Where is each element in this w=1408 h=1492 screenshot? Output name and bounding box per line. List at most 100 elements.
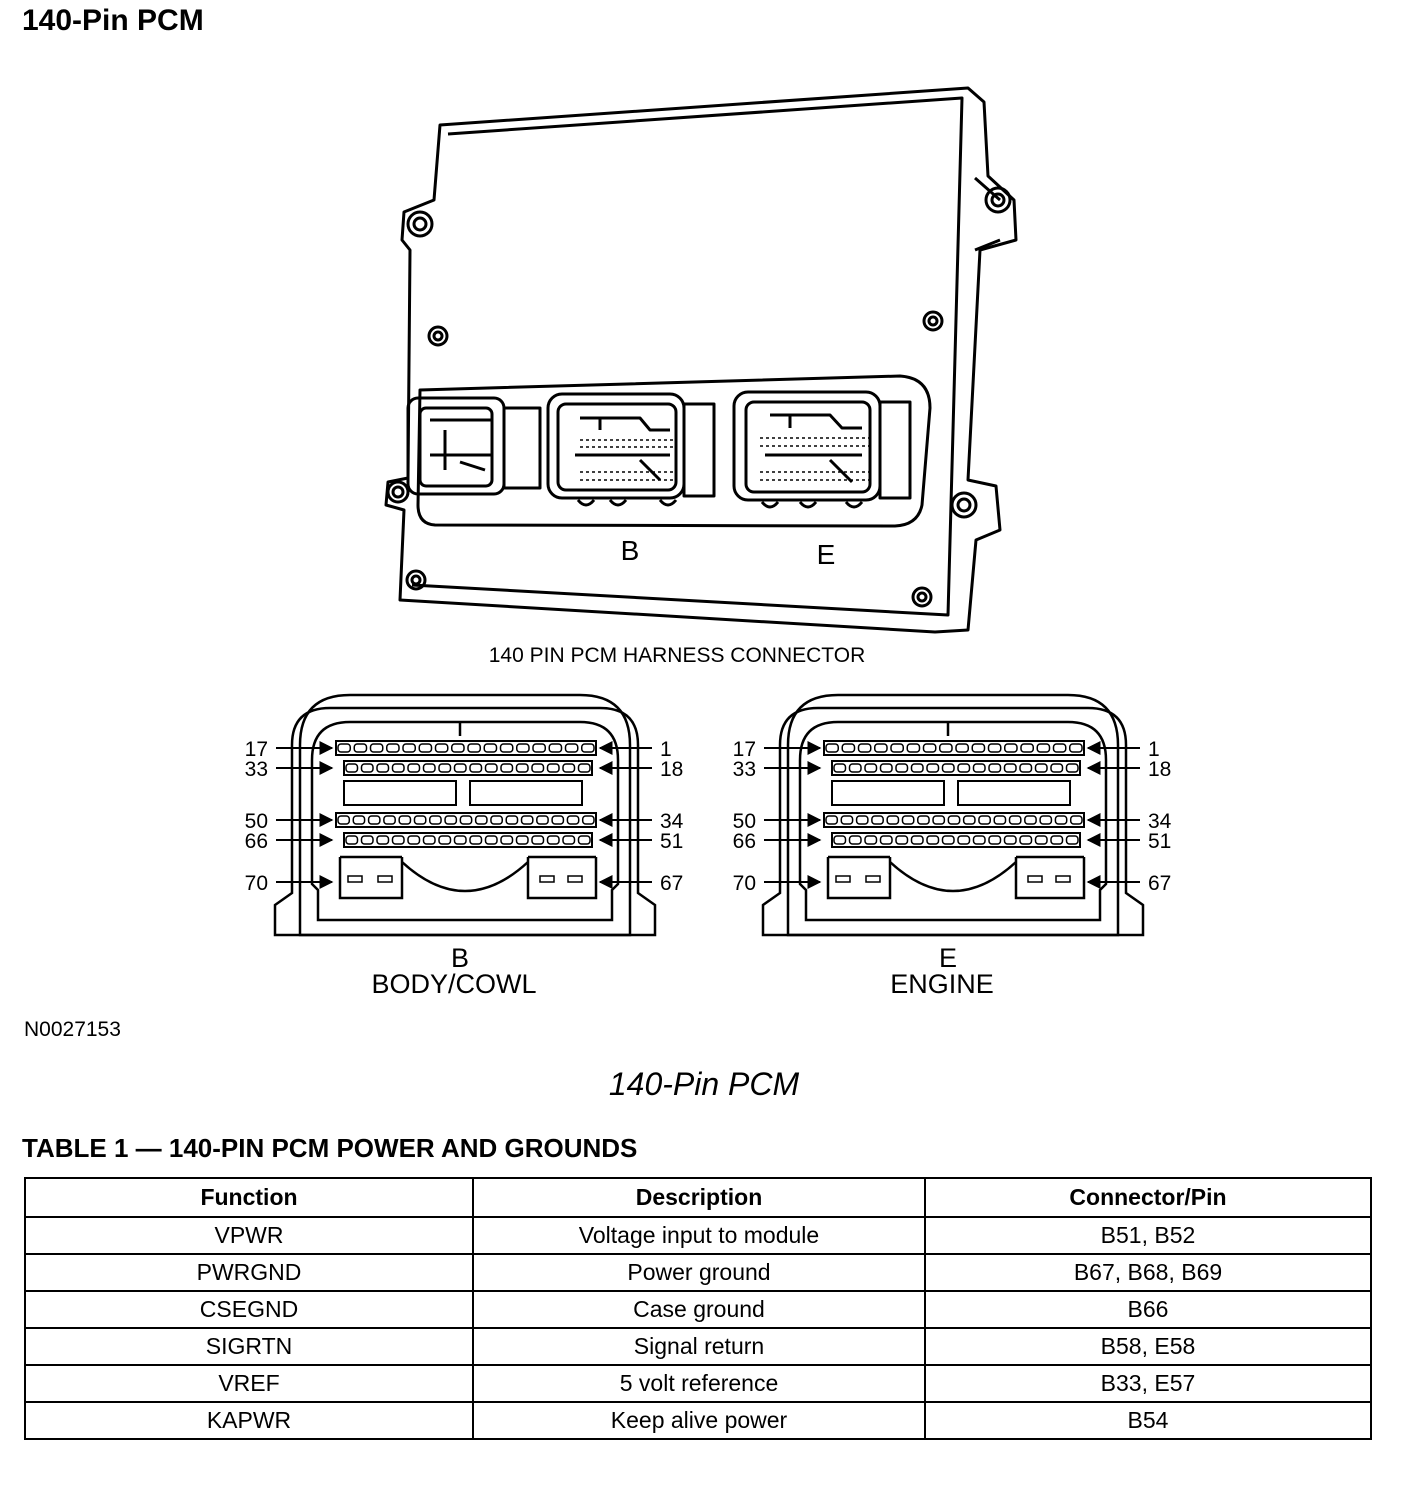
pin-number-left: 33	[245, 758, 268, 781]
connector-pin-cell: B58, E58	[924, 1327, 1372, 1366]
pin-cavity	[871, 815, 884, 825]
column-header-connector-pin: Connector/Pin	[924, 1177, 1372, 1218]
pin-cavity	[833, 763, 847, 773]
pin-cavity	[932, 815, 946, 825]
pin-cavity	[474, 815, 488, 825]
pin-cavity	[895, 763, 909, 773]
pin-cavity	[1065, 835, 1079, 845]
pin-cavity	[562, 835, 576, 845]
harness-connector-label: 140 PIN PCM HARNESS CONNECTOR	[489, 644, 866, 667]
pin-number-left: 66	[733, 830, 756, 853]
pin-cavity	[841, 743, 856, 753]
pin-cavity	[484, 835, 498, 845]
power-terminal-right	[526, 855, 598, 900]
pin-number-left: 70	[733, 872, 756, 895]
function-cell: SIGRTN	[24, 1327, 474, 1366]
table-row: KAPWR Keep alive power B54	[24, 1401, 1372, 1440]
pin-cavity	[422, 763, 436, 773]
pin-cavity	[917, 815, 930, 825]
module-connector-e-letter: E	[817, 539, 836, 570]
pin-cavity	[376, 835, 390, 845]
power-terminal-left	[338, 855, 404, 900]
label-window	[469, 780, 583, 806]
pin-cavity	[874, 743, 888, 753]
pin-cavity	[469, 763, 483, 773]
pin-cavity	[407, 835, 421, 845]
pin-number-right: 34	[660, 810, 684, 833]
pin-cavity	[398, 815, 412, 825]
function-cell: VREF	[24, 1364, 474, 1403]
pin-number-left: 17	[245, 738, 268, 761]
module-connector-b-letter: B	[621, 535, 640, 566]
pin-cavity	[444, 815, 458, 825]
pin-cavity	[1019, 835, 1033, 845]
pin-cavity	[957, 763, 971, 773]
pin-cavity	[438, 763, 452, 773]
pin-cavity	[581, 815, 595, 825]
pin-row	[831, 760, 1081, 776]
pcm-module	[384, 86, 1018, 634]
description-cell: Keep alive power	[472, 1401, 926, 1440]
terminal-slot	[347, 875, 363, 883]
description-cell: Power ground	[472, 1253, 926, 1292]
pin-cavity	[407, 763, 421, 773]
terminal-slot	[835, 875, 851, 883]
table-title: TABLE 1 — 140-PIN PCM POWER AND GROUNDS	[22, 1133, 638, 1163]
pin-cavity	[531, 763, 545, 773]
pin-cavity	[926, 763, 940, 773]
pin-number-left: 66	[245, 830, 268, 853]
connector-pin-cell: B67, B68, B69	[924, 1253, 1372, 1292]
pin-number-right: 1	[660, 738, 672, 761]
pin-cavity	[451, 743, 465, 753]
pin-number-right: 18	[1148, 758, 1171, 781]
table-row: CSEGND Case ground B66	[24, 1290, 1372, 1329]
table-header-row: Function Description Connector/Pin	[24, 1177, 1372, 1218]
pin-cavity	[988, 835, 1002, 845]
pin-cavity	[386, 743, 400, 753]
pin-cavity	[438, 835, 452, 845]
pin-cavity	[402, 743, 416, 753]
pin-cavity	[500, 835, 514, 845]
pin-cavity	[515, 835, 529, 845]
pin-cavity	[515, 763, 529, 773]
pin-cavity	[910, 763, 924, 773]
pin-cavity	[901, 815, 915, 825]
pin-cavity	[562, 763, 576, 773]
pin-cavity	[1050, 835, 1064, 845]
description-cell: 5 volt reference	[472, 1364, 926, 1403]
pin-cavity	[536, 815, 549, 825]
pin-cavity	[988, 763, 1002, 773]
pin-cavity	[1050, 763, 1064, 773]
pin-cavity	[1020, 743, 1034, 753]
pin-row	[335, 740, 597, 756]
pin-cavity	[1039, 815, 1053, 825]
pin-cavity	[548, 743, 563, 753]
terminal-slot	[377, 875, 393, 883]
pin-cavity	[1034, 835, 1048, 845]
power-ground-table: Function Description Connector/Pin VPWR …	[24, 1177, 1372, 1440]
pin-cavity	[1024, 815, 1037, 825]
connector-pin-cell: B66	[924, 1290, 1372, 1329]
pin-cavity	[957, 835, 971, 845]
pin-cavity	[391, 763, 405, 773]
pin-cavity	[1069, 743, 1083, 753]
pin-cavity	[993, 815, 1007, 825]
pin-cavity	[337, 743, 351, 753]
pin-cavity	[1034, 763, 1048, 773]
terminal-bridge	[401, 861, 529, 893]
pin-cavity	[453, 835, 467, 845]
pin-cavity	[532, 743, 546, 753]
pin-number-right: 34	[1148, 810, 1172, 833]
connector-name: ENGINE	[890, 969, 994, 999]
pin-number-left: 17	[733, 738, 756, 761]
figure-caption: 140-Pin PCM	[608, 1066, 800, 1102]
pin-cavity	[1036, 743, 1051, 753]
description-cell: Voltage input to module	[472, 1216, 926, 1255]
pin-cavity	[360, 835, 374, 845]
pin-cavity	[910, 835, 924, 845]
pin-cavity	[577, 835, 591, 845]
document-id: N0027153	[24, 1018, 121, 1041]
pin-cavity	[1052, 743, 1067, 753]
